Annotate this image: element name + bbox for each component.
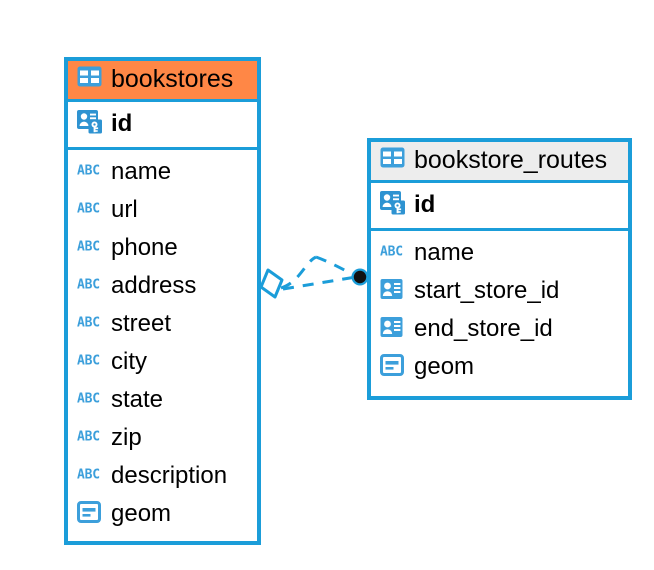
field-name: city bbox=[111, 348, 147, 376]
field-name: url bbox=[111, 196, 138, 224]
primary-key-icon bbox=[77, 109, 103, 139]
field-name: start_store_id bbox=[414, 277, 560, 305]
entity-bookstores-name: bookstores bbox=[111, 65, 234, 93]
field-row[interactable]: ABC phone bbox=[68, 229, 257, 267]
abc-text-icon: ABC bbox=[77, 200, 103, 221]
svg-text:ABC: ABC bbox=[77, 239, 100, 254]
field-row[interactable]: ABC state bbox=[68, 381, 257, 419]
entity-bookstores[interactable]: bookstores bbox=[64, 57, 261, 545]
diamond-marker bbox=[259, 268, 284, 299]
svg-text:ABC: ABC bbox=[77, 467, 100, 482]
relationship-branch-upper bbox=[280, 255, 317, 290]
abc-text-icon: ABC bbox=[77, 390, 103, 411]
field-row[interactable]: start_store_id bbox=[371, 272, 628, 310]
svg-text:ABC: ABC bbox=[77, 391, 100, 406]
filled-circle-marker bbox=[351, 268, 369, 286]
entity-bookstores-header[interactable]: bookstores bbox=[68, 61, 257, 103]
field-name: phone bbox=[111, 234, 178, 262]
field-name: geom bbox=[414, 353, 475, 381]
svg-text:ABC: ABC bbox=[77, 277, 100, 292]
field-name: description bbox=[111, 462, 228, 490]
abc-text-icon: ABC bbox=[77, 276, 103, 297]
table-icon bbox=[77, 66, 102, 92]
field-row[interactable]: ABC address bbox=[68, 267, 257, 305]
field-name: street bbox=[111, 310, 172, 338]
abc-text-icon: ABC bbox=[77, 428, 103, 449]
field-row[interactable]: ABC zip bbox=[68, 419, 257, 457]
field-row[interactable]: ABC name bbox=[68, 153, 257, 191]
field-row[interactable]: geom bbox=[371, 348, 628, 386]
field-row[interactable]: ABC description bbox=[68, 457, 257, 495]
table-icon bbox=[380, 147, 405, 173]
entity-bookstores-primary-keys: id bbox=[68, 102, 257, 151]
svg-text:ABC: ABC bbox=[77, 429, 100, 444]
abc-text-icon: ABC bbox=[77, 314, 103, 335]
abc-text-icon: ABC bbox=[380, 243, 406, 264]
field-name: address bbox=[111, 272, 197, 300]
abc-text-icon: ABC bbox=[77, 162, 103, 183]
abc-text-icon: ABC bbox=[77, 238, 103, 259]
field-row[interactable]: ABC city bbox=[68, 343, 257, 381]
field-name: zip bbox=[111, 424, 142, 452]
geometry-icon bbox=[77, 500, 103, 528]
entity-bookstore-routes-name: bookstore_routes bbox=[414, 146, 608, 174]
field-name: id bbox=[414, 191, 436, 219]
svg-text:ABC: ABC bbox=[77, 201, 100, 216]
field-name: geom bbox=[111, 500, 172, 528]
field-row[interactable]: geom bbox=[68, 495, 257, 533]
field-row[interactable]: ABC street bbox=[68, 305, 257, 343]
entity-bookstore-routes-primary-keys: id bbox=[371, 183, 628, 232]
field-row[interactable]: id bbox=[371, 186, 628, 224]
relationship-branch-upper-tail bbox=[315, 255, 357, 278]
svg-text:ABC: ABC bbox=[77, 353, 100, 368]
field-row[interactable]: id bbox=[68, 105, 257, 143]
abc-text-icon: ABC bbox=[77, 466, 103, 487]
field-name: id bbox=[111, 110, 133, 138]
field-name: name bbox=[111, 158, 172, 186]
abc-text-icon: ABC bbox=[77, 352, 103, 373]
field-name: end_store_id bbox=[414, 315, 553, 343]
entity-bookstore-routes-header[interactable]: bookstore_routes bbox=[371, 142, 628, 184]
svg-text:ABC: ABC bbox=[77, 163, 100, 178]
geometry-icon bbox=[380, 353, 406, 381]
field-row[interactable]: end_store_id bbox=[371, 310, 628, 348]
entity-bookstore-routes[interactable]: bookstore_routes bbox=[367, 138, 632, 400]
relationship-bookstores-to-routes[interactable] bbox=[259, 255, 369, 299]
field-name: name bbox=[414, 239, 475, 267]
svg-text:ABC: ABC bbox=[77, 315, 100, 330]
relationship-branch-lower bbox=[282, 275, 357, 291]
svg-text:ABC: ABC bbox=[380, 244, 403, 259]
field-row[interactable]: ABC name bbox=[371, 234, 628, 272]
foreign-key-icon bbox=[380, 316, 406, 343]
primary-key-icon bbox=[380, 190, 406, 220]
field-name: state bbox=[111, 386, 164, 414]
foreign-key-icon bbox=[380, 278, 406, 305]
field-row[interactable]: ABC url bbox=[68, 191, 257, 229]
